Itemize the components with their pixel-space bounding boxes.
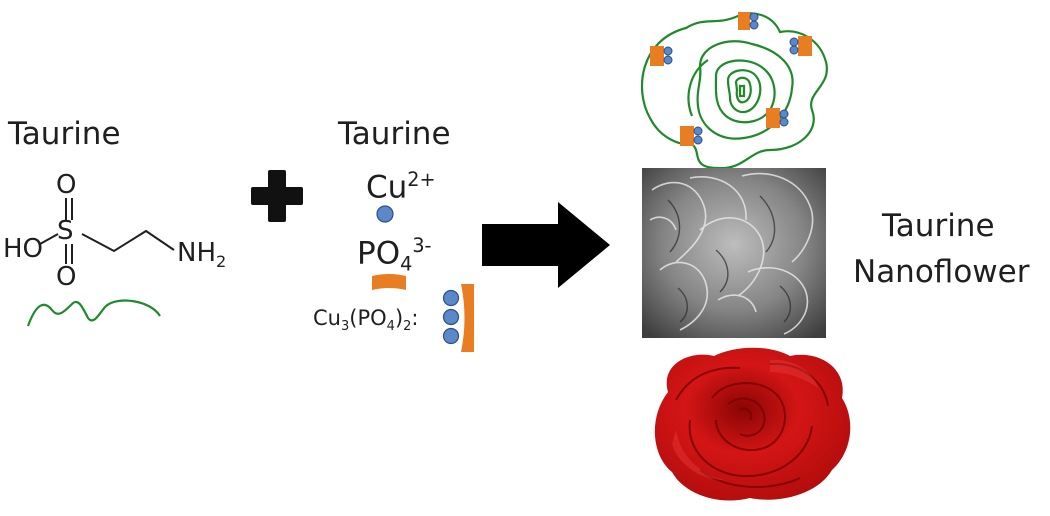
sem-micrograph — [642, 168, 826, 338]
sulfur-atom: S — [57, 216, 74, 246]
cp-sub-2: 4 — [386, 319, 395, 335]
nanoflower-copper-sites — [650, 12, 812, 146]
phosphate-charge: 3- — [412, 234, 432, 257]
middle-title: Taurine — [338, 116, 451, 152]
copper-ion-icon — [376, 205, 394, 223]
cp-part-d: : — [411, 306, 419, 330]
cp-part-b: (PO — [349, 306, 387, 330]
cp-sub-3: 2 — [403, 319, 412, 335]
amine-label: NH — [177, 238, 216, 268]
amine-subscript: 2 — [216, 252, 227, 272]
phosphate-subscript: 4 — [400, 252, 413, 276]
amine-group: NH2 — [177, 238, 226, 271]
nanoflower-schematic — [640, 12, 828, 170]
cp-part-a: Cu — [313, 306, 341, 330]
copper-phosphate-label: Cu3(PO4)2: — [313, 306, 419, 334]
plus-icon — [251, 170, 303, 222]
cp-part-c: ) — [394, 306, 404, 330]
taurine-strand-icon — [26, 299, 161, 327]
cp-sub-1: 3 — [340, 319, 350, 335]
product-title-line1: Taurine — [882, 208, 995, 244]
hydroxyl-group: HO — [3, 234, 44, 264]
left-title: Taurine — [8, 116, 121, 152]
oxygen-bottom-atom: O — [56, 262, 77, 292]
taurine-structure — [39, 198, 175, 264]
phosphate-base: PO — [357, 235, 401, 272]
product-title-line2: Nanoflower — [853, 254, 1030, 290]
copper-ion-label: Cu2+ — [366, 168, 436, 205]
oxygen-top-atom: O — [56, 170, 77, 200]
copper-base: Cu — [366, 169, 408, 206]
rose-image — [654, 347, 851, 501]
arrow-right-icon — [482, 202, 610, 288]
phosphate-label: PO43- — [357, 234, 431, 276]
phosphate-icon — [372, 274, 406, 290]
copper-charge: 2+ — [407, 168, 436, 191]
copper-phosphate-icon — [442, 284, 474, 352]
